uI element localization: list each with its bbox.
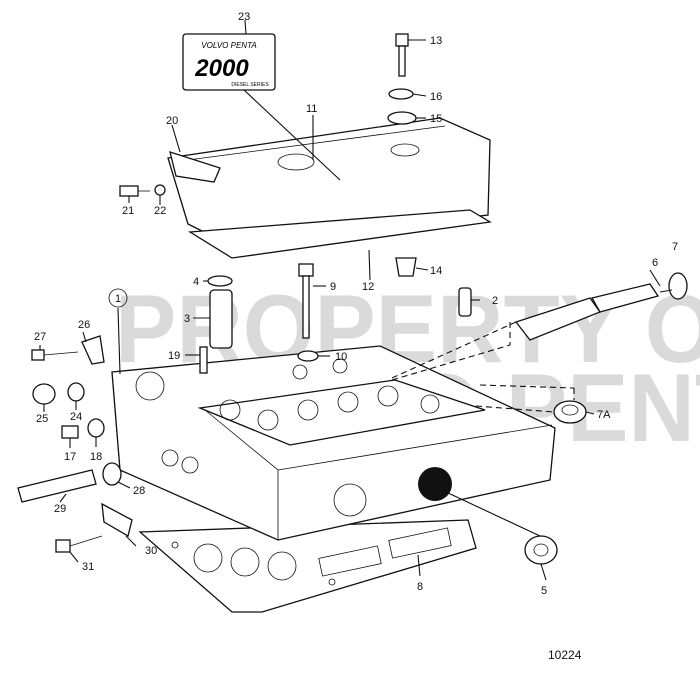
leader-lines bbox=[39, 19, 673, 581]
emblem-model: 2000 bbox=[194, 55, 249, 82]
label-6: 6 bbox=[652, 257, 658, 269]
label-31: 31 bbox=[82, 561, 94, 573]
label-4: 4 bbox=[193, 276, 199, 288]
label-1: 1 bbox=[115, 293, 121, 305]
label-21: 21 bbox=[122, 205, 134, 217]
label-20: 20 bbox=[166, 115, 178, 127]
label-27: 27 bbox=[34, 331, 46, 343]
emblem-brand: VOLVO PENTA bbox=[201, 41, 256, 50]
label-25: 25 bbox=[36, 413, 48, 425]
emblem-plate: VOLVO PENTA 2000 DIESEL SERIES bbox=[182, 33, 341, 181]
label-17: 17 bbox=[64, 451, 76, 463]
cylinder-head bbox=[111, 345, 556, 541]
head-gasket bbox=[138, 519, 477, 613]
label-16: 16 bbox=[430, 91, 442, 103]
label-2: 2 bbox=[492, 295, 498, 307]
label-8: 8 bbox=[417, 581, 423, 593]
label-7: 7 bbox=[672, 241, 678, 253]
label-24: 24 bbox=[70, 411, 82, 423]
cover-gasket bbox=[187, 209, 492, 259]
label-18: 18 bbox=[90, 451, 102, 463]
label-3: 3 bbox=[184, 313, 190, 325]
label-12: 12 bbox=[362, 281, 374, 293]
label-13: 13 bbox=[430, 35, 442, 47]
label-30: 30 bbox=[145, 545, 157, 557]
valve-cover bbox=[167, 117, 491, 246]
small-parts bbox=[17, 33, 688, 565]
label-23: 23 bbox=[238, 11, 250, 23]
label-9: 9 bbox=[330, 281, 336, 293]
label-28: 28 bbox=[133, 485, 145, 497]
label-10: 10 bbox=[335, 351, 347, 363]
label-19: 19 bbox=[168, 350, 180, 362]
label-26: 26 bbox=[78, 319, 90, 331]
part-labels: 1 2 3 4 5 6 7 7A 8 9 10 11 12 13 14 15 1… bbox=[34, 11, 678, 597]
label-5: 5 bbox=[541, 585, 547, 597]
figure-number: 10224 bbox=[548, 648, 582, 662]
label-15: 15 bbox=[430, 113, 442, 125]
label-1-circle bbox=[108, 288, 128, 308]
label-14: 14 bbox=[430, 265, 442, 277]
emblem-series: DIESEL SERIES bbox=[231, 82, 269, 88]
label-22: 22 bbox=[154, 205, 166, 217]
label-7a: 7A bbox=[597, 409, 611, 421]
label-29: 29 bbox=[54, 503, 66, 515]
label-11: 11 bbox=[306, 103, 317, 115]
